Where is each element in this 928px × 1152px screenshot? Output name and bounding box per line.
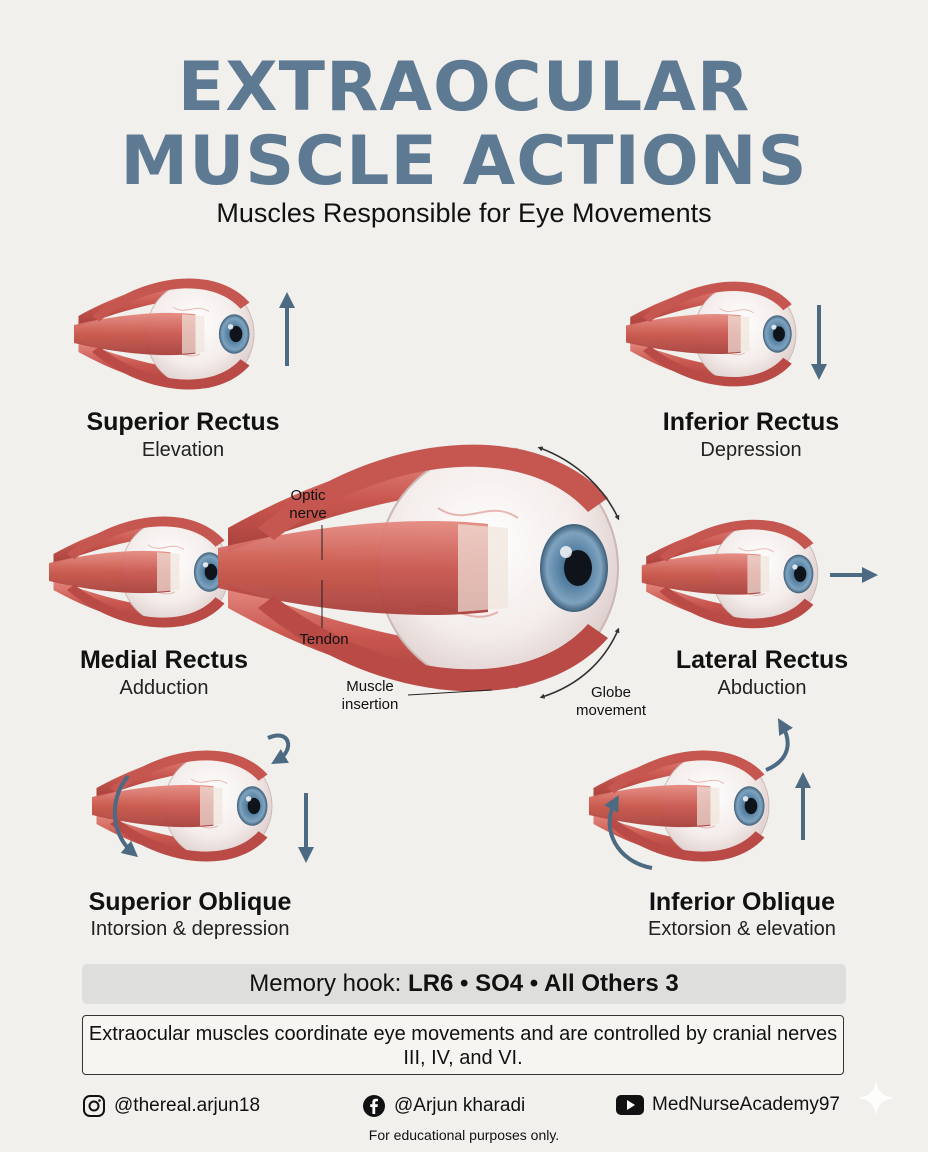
sparkle-icon [858, 1080, 894, 1116]
youtube-icon [616, 1095, 644, 1115]
lateral-rectus-action: Abduction [717, 677, 807, 699]
globe-movement-arc-bottom [539, 627, 620, 699]
medial-rectus-action: Adduction [119, 677, 209, 699]
title-line-1: EXTRAOCULAR [177, 48, 751, 127]
facebook-icon [363, 1095, 385, 1117]
superior-rectus-eye [73, 278, 255, 390]
superior-rectus-action: Elevation [141, 439, 225, 461]
facebook-text: @Arjun kharadi [394, 1095, 526, 1116]
inferior-oblique-name: Inferior Oblique [648, 888, 836, 916]
medial-rectus-name: Medial Rectus [79, 646, 249, 674]
footer-disclaimer: For educational purposes only. [368, 1127, 560, 1143]
subtitle: Muscles Responsible for Eye Movements [216, 198, 712, 228]
intorsion-arrow-icon [113, 774, 139, 858]
globe-movement-arc-top [537, 446, 620, 521]
youtube-text: MedNurseAcademy97 [652, 1094, 840, 1115]
inferior-oblique-action: Extorsion & elevation [648, 918, 836, 940]
title-line-2: MUSCLE ACTIONS [120, 122, 808, 201]
inferior-rectus-name: Inferior Rectus [662, 408, 840, 436]
inferior-rectus-action: Depression [700, 439, 802, 461]
superior-oblique-eye [91, 750, 273, 862]
instagram-text: @thereal.arjun18 [114, 1095, 261, 1116]
medial-rectus-eye [48, 516, 230, 628]
optic-nerve-label: Optic nerve [289, 487, 327, 522]
globe-movement-label: Globe movement [575, 684, 647, 719]
extorsion-arrow-icon [604, 794, 653, 870]
lateral-rectus-eye [641, 519, 819, 629]
instagram-handle[interactable]: @thereal.arjun18 [82, 1094, 260, 1118]
memory-hook-label: Memory hook: [249, 970, 402, 997]
muscle-insertion-label: Muscle insertion [341, 678, 399, 713]
curl-arrow-icon [267, 733, 291, 765]
superior-oblique-name: Superior Oblique [88, 888, 292, 916]
inferior-rectus-eye [625, 281, 797, 387]
facebook-handle[interactable]: @Arjun kharadi [362, 1094, 525, 1118]
memory-hook-value: LR6 • SO4 • All Others 3 [408, 970, 679, 997]
superior-oblique-action: Intorsion & depression [90, 918, 290, 940]
tendon-label: Tendon [299, 631, 349, 648]
curl-up-arrow-icon [765, 718, 793, 772]
lateral-rectus-name: Lateral Rectus [675, 646, 849, 674]
summary-box: Extraocular muscles coordinate eye movem… [82, 1015, 844, 1075]
memory-hook: Memory hook: LR6 • SO4 • All Others 3 [82, 964, 846, 1004]
superior-rectus-name: Superior Rectus [86, 408, 280, 436]
youtube-handle[interactable]: MedNurseAcademy97 [616, 1094, 840, 1116]
instagram-icon [83, 1095, 105, 1117]
